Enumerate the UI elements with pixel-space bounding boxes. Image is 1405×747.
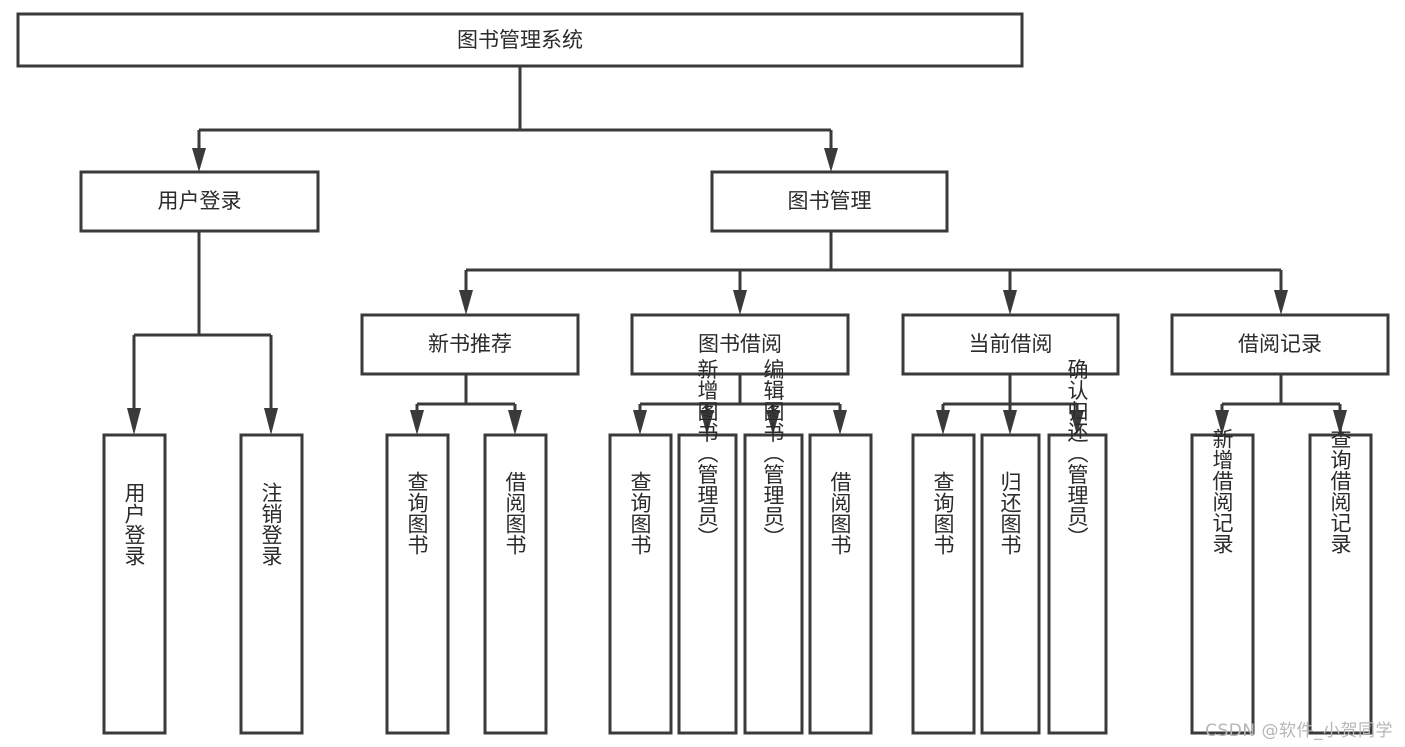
connector-user-login-to-leaves xyxy=(127,231,278,435)
leaf-new-book-1[interactable]: 查询图书 xyxy=(385,433,450,735)
leaf-book-borrow-1[interactable]: 查询图书 xyxy=(608,433,673,735)
leaf-book-borrow-2-label: 新增图书（管理员） xyxy=(695,359,719,548)
leaf-book-borrow-4[interactable]: 借阅图书 xyxy=(808,433,873,735)
leaf-book-borrow-1-label: 查询图书 xyxy=(628,471,652,555)
node-book-borrow[interactable]: 图书借阅 xyxy=(630,313,850,376)
leaf-current-borrow-1[interactable]: 查询图书 xyxy=(911,433,976,735)
leaf-book-borrow-4-label: 借阅图书 xyxy=(828,471,852,555)
leaf-borrow-record-2-label: 查询借阅记录 xyxy=(1328,428,1352,554)
leaf-user-login-1[interactable]: 用户登录 xyxy=(102,433,167,735)
node-root-label: 图书管理系统 xyxy=(457,28,583,52)
leaf-borrow-record-1[interactable]: 新增借阅记录 xyxy=(1190,428,1255,735)
leaf-current-borrow-2-label: 归还图书 xyxy=(998,471,1022,555)
node-user-login[interactable]: 用户登录 xyxy=(79,170,320,233)
watermark: CSDN @软件_小贺同学 xyxy=(1205,721,1393,741)
leaf-new-book-2[interactable]: 借阅图书 xyxy=(483,433,548,735)
node-user-login-label: 用户登录 xyxy=(158,189,242,213)
leaf-current-borrow-1-label: 查询图书 xyxy=(931,471,955,555)
node-new-book-recommend[interactable]: 新书推荐 xyxy=(360,313,580,376)
leaf-current-borrow-2[interactable]: 归还图书 xyxy=(980,433,1041,735)
node-book-manage[interactable]: 图书管理 xyxy=(710,170,949,233)
connector-borrow-record-to-leaves xyxy=(1215,374,1347,435)
connector-current-borrow-to-leaves xyxy=(936,374,1084,435)
leaf-current-borrow-3[interactable]: 确认归还（管理员） xyxy=(1047,359,1108,735)
leaf-book-borrow-3-label: 编辑图书（管理员） xyxy=(761,359,785,548)
node-current-borrow-label: 当前借阅 xyxy=(969,332,1053,356)
leaf-user-login-2[interactable]: 注销登录 xyxy=(239,433,304,735)
leaf-new-book-2-label: 借阅图书 xyxy=(503,471,527,555)
node-root[interactable]: 图书管理系统 xyxy=(16,12,1024,68)
connector-new-book-to-leaves xyxy=(410,374,522,435)
connector-root-to-level1 xyxy=(192,66,838,172)
node-new-book-recommend-label: 新书推荐 xyxy=(428,332,512,356)
node-borrow-record[interactable]: 借阅记录 xyxy=(1170,313,1390,376)
leaf-new-book-1-label: 查询图书 xyxy=(405,471,429,555)
node-book-borrow-label: 图书借阅 xyxy=(698,332,782,356)
leaf-borrow-record-1-label: 新增借阅记录 xyxy=(1210,428,1234,554)
node-book-manage-label: 图书管理 xyxy=(788,189,872,213)
connector-book-manage-to-level2 xyxy=(459,231,1288,315)
leaf-current-borrow-3-label: 确认归还（管理员） xyxy=(1065,359,1089,548)
leaf-user-login-1-label: 用户登录 xyxy=(122,482,146,566)
leaf-borrow-record-2[interactable]: 查询借阅记录 xyxy=(1308,428,1373,735)
leaf-user-login-2-label: 注销登录 xyxy=(259,482,283,566)
node-borrow-record-label: 借阅记录 xyxy=(1238,332,1322,356)
connector-book-borrow-to-leaves xyxy=(633,374,847,435)
leaf-book-borrow-3[interactable]: 编辑图书（管理员） xyxy=(743,359,804,735)
leaf-book-borrow-2[interactable]: 新增图书（管理员） xyxy=(677,359,738,735)
node-current-borrow[interactable]: 当前借阅 xyxy=(901,313,1120,376)
